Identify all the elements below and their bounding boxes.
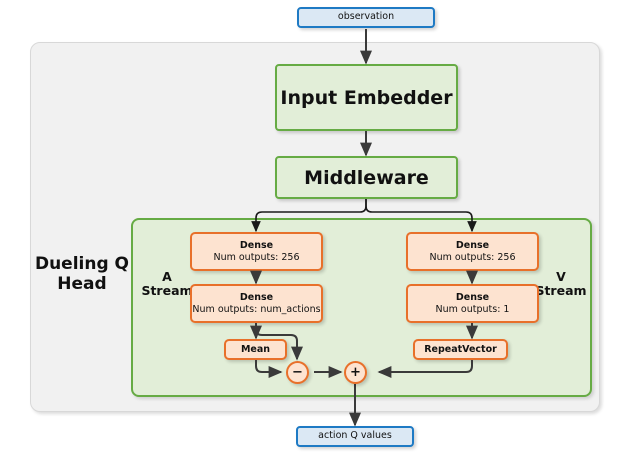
action-q-values-label: action Q values (318, 430, 392, 442)
advantage-dense-256-title: Dense (239, 239, 274, 251)
subtract-operator-circle: − (286, 361, 309, 384)
middleware-box: Middleware (275, 156, 458, 199)
advantage-dense-256-subtitle: Num outputs: 256 (213, 251, 300, 263)
advantage-dense-num-actions-box: Dense Num outputs: num_actions (190, 284, 323, 323)
advantage-dense-256-box: Dense Num outputs: 256 (190, 232, 323, 271)
add-operator-symbol: + (350, 365, 361, 380)
observation-input-box: observation (297, 7, 435, 28)
advantage-dense-num-actions-title: Dense (239, 291, 274, 303)
add-operator-circle: + (344, 361, 367, 384)
advantage-dense-num-actions-subtitle: Num outputs: num_actions (192, 303, 321, 315)
middleware-label: Middleware (304, 166, 429, 189)
repeatvector-label: RepeatVector (424, 343, 497, 355)
value-dense-1-title: Dense (455, 291, 490, 303)
observation-label: observation (337, 11, 395, 23)
value-dense-256-title: Dense (455, 239, 490, 251)
value-dense-1-box: Dense Num outputs: 1 (406, 284, 539, 323)
value-dense-256-box: Dense Num outputs: 256 (406, 232, 539, 271)
advantage-stream-label: A Stream (141, 269, 193, 299)
value-dense-256-subtitle: Num outputs: 256 (429, 251, 516, 263)
input-embedder-box: Input Embedder (275, 64, 458, 131)
input-embedder-label: Input Embedder (280, 86, 453, 109)
repeatvector-box: RepeatVector (413, 339, 508, 360)
value-dense-1-subtitle: Num outputs: 1 (435, 303, 510, 315)
dueling-q-head-label: Dueling Q Head (34, 254, 130, 294)
value-stream-label: V Stream (535, 269, 587, 299)
mean-box: Mean (224, 339, 287, 360)
subtract-operator-symbol: − (292, 365, 303, 380)
mean-label: Mean (240, 343, 271, 355)
action-q-values-output-box: action Q values (296, 426, 414, 447)
